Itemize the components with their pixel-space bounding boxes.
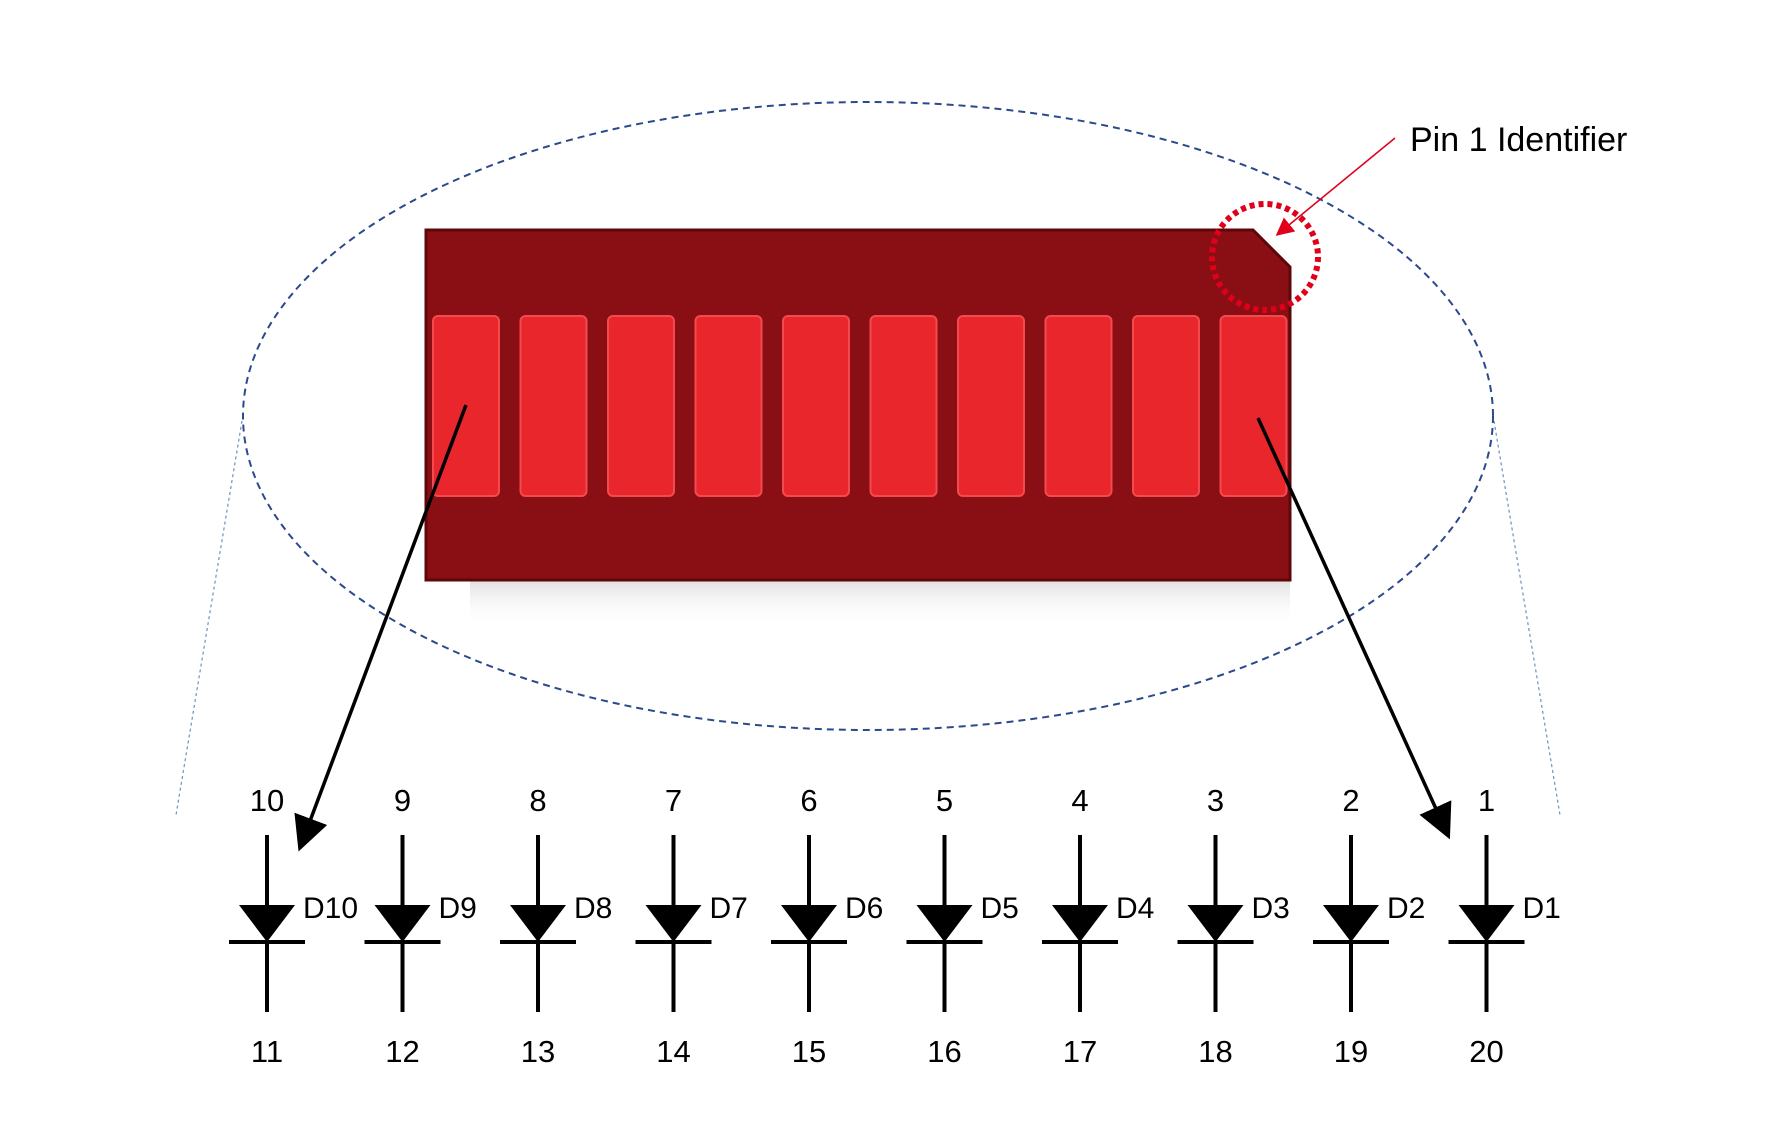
- anode-pin-label: 6: [800, 783, 817, 818]
- perspective-guide-left: [175, 414, 244, 816]
- led-segment: [1219, 315, 1288, 497]
- anode-pin-label: 5: [936, 783, 953, 818]
- diode-d6: 6D6 15: [771, 783, 883, 1069]
- anode-pin-label: 2: [1342, 783, 1359, 818]
- magnifier-ellipse: [242, 101, 1494, 731]
- diode-d7: 7D7 14: [635, 783, 748, 1069]
- cathode-pin-label: 18: [1198, 1034, 1232, 1069]
- diode-name-label: D7: [710, 892, 748, 925]
- diode-d8: 8D8 13: [500, 783, 612, 1069]
- anode-pin-label: 7: [665, 783, 682, 818]
- diode-triangle: [1187, 905, 1244, 942]
- diode-d3: 3D3 18: [1177, 783, 1290, 1069]
- diode-triangle: [510, 905, 566, 942]
- anode-pin-label: 3: [1207, 783, 1224, 818]
- diode-triangle: [1323, 905, 1379, 942]
- led-segment: [869, 315, 938, 497]
- cathode-pin-label: 13: [521, 1034, 555, 1069]
- led-segment: [1132, 315, 1200, 497]
- diode-name-label: D1: [1523, 892, 1561, 925]
- pin1-callout-arrow: [1275, 137, 1396, 236]
- diode-d4: 4D4 17: [1042, 783, 1154, 1069]
- pin1-identifier-circle: [1209, 201, 1321, 313]
- diode-triangle: [781, 905, 837, 942]
- perspective-guide-right: [1492, 414, 1561, 816]
- anode-pin-label: 1: [1478, 783, 1495, 818]
- diode-d9: 9D9 12: [364, 783, 477, 1069]
- diode-name-label: D6: [845, 892, 883, 925]
- cathode-pin-label: 17: [1063, 1034, 1097, 1069]
- arrow-segment-to-d10: [294, 404, 468, 852]
- diode-schematic: 10D10119D9128D8137D7146D6155D5164D4173D3…: [229, 783, 1561, 1069]
- diode-triangle: [916, 905, 973, 942]
- led-segment: [1044, 315, 1113, 497]
- arrow-segment-to-d1: [1256, 417, 1452, 840]
- diode-name-label: D10: [303, 892, 358, 925]
- cathode-pin-label: 14: [656, 1034, 690, 1069]
- cathode-pin-label: 12: [385, 1034, 419, 1069]
- diode-triangle: [645, 905, 702, 942]
- diode-d1: 1D1 20: [1448, 783, 1561, 1069]
- anode-pin-label: 8: [529, 783, 546, 818]
- diode-name-label: D5: [981, 892, 1019, 925]
- diode-name-label: D3: [1252, 892, 1290, 925]
- diode-name-label: D2: [1387, 892, 1425, 925]
- cathode-pin-label: 20: [1469, 1034, 1503, 1069]
- cathode-pin-label: 16: [927, 1034, 961, 1069]
- anode-pin-label: 9: [394, 783, 411, 818]
- diode-triangle: [239, 905, 295, 942]
- diode-triangle: [1052, 905, 1108, 942]
- led-segment: [607, 315, 675, 497]
- cathode-pin-label: 15: [792, 1034, 826, 1069]
- led-segment: [782, 315, 850, 497]
- diode-name-label: D8: [574, 892, 612, 925]
- diode-triangle: [1458, 905, 1515, 942]
- package-shadow: [470, 578, 1290, 626]
- led-segment: [519, 315, 588, 497]
- anode-pin-label: 10: [250, 783, 284, 818]
- anode-pin-label: 4: [1071, 783, 1088, 818]
- led-segment: [694, 315, 763, 497]
- led-segment: [957, 315, 1025, 497]
- diode-name-label: D4: [1116, 892, 1154, 925]
- pin1-callout-label: Pin 1 Identifier: [1410, 121, 1627, 159]
- diode-d5: 5D5 16: [906, 783, 1019, 1069]
- cathode-pin-label: 11: [251, 1034, 283, 1069]
- cathode-pin-label: 19: [1334, 1034, 1368, 1069]
- diode-name-label: D9: [439, 892, 477, 925]
- diode-d2: 2D2 19: [1313, 783, 1425, 1069]
- diode-triangle: [374, 905, 431, 942]
